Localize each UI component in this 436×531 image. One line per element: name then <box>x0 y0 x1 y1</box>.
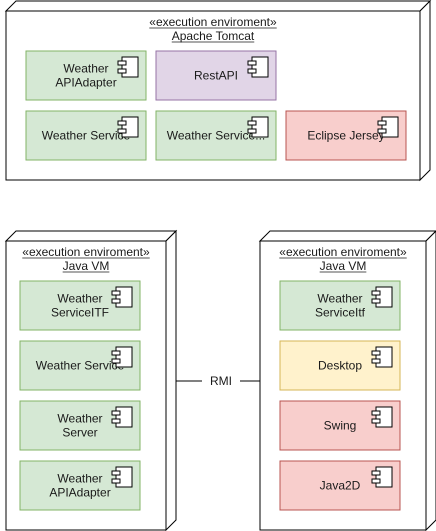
component-box[interactable]: Weather Service <box>19 340 141 391</box>
component-box[interactable]: RestAPI <box>155 50 277 101</box>
component-box[interactable]: Java2D <box>279 460 401 511</box>
component-label: Swing <box>324 419 357 433</box>
component-label: Weather <box>63 62 108 76</box>
uml-component-icon <box>371 346 393 368</box>
component-box[interactable]: Weather Service <box>25 110 147 161</box>
component-label: Weather <box>317 292 362 306</box>
node-title: Apache Tomcat <box>172 29 255 43</box>
component-label: Eclipse Jersey <box>307 129 384 143</box>
uml-component-icon <box>111 286 133 308</box>
node-title: Java VM <box>320 259 367 273</box>
node-side-face <box>419 0 431 182</box>
rmi-connector[interactable]: RMI <box>176 374 260 388</box>
uml-component-icon <box>247 116 269 138</box>
component-label: APIAdapter <box>55 76 116 90</box>
node-java-vm-right[interactable]: «execution enviroment»Java VM WeatherServ… <box>258 230 436 531</box>
node-side-face <box>425 230 436 531</box>
component-label: Weather Service <box>36 359 125 373</box>
node-top-face <box>4 230 178 242</box>
component-label: Server <box>62 426 97 440</box>
uml-component-icon <box>117 116 139 138</box>
component-label: Java2D <box>320 479 361 493</box>
node-top-face <box>4 0 432 12</box>
component-label: ServiceITF <box>51 306 109 320</box>
component-label: RestAPI <box>194 69 238 83</box>
component-box[interactable]: Swing <box>279 400 401 451</box>
node-side-face <box>165 229 177 531</box>
node-stereotype: «execution enviroment» <box>279 245 407 259</box>
component-box[interactable]: Weather Service... <box>155 110 277 161</box>
uml-component-icon <box>371 286 393 308</box>
component-box[interactable]: Desktop <box>279 340 401 391</box>
node-stereotype: «execution enviroment» <box>22 245 150 259</box>
node-java-vm-left[interactable]: «execution enviroment»Java VMWeatherServ… <box>4 229 178 531</box>
uml-component-icon <box>377 116 399 138</box>
node-title: Java VM <box>63 259 110 273</box>
uml-component-icon <box>247 56 269 78</box>
uml-component-icon <box>111 346 133 368</box>
uml-component-icon <box>371 466 393 488</box>
uml-component-icon <box>111 466 133 488</box>
component-box[interactable]: Eclipse Jersey <box>285 110 407 161</box>
component-label: Weather <box>57 292 102 306</box>
component-label: Weather <box>57 412 102 426</box>
uml-component-icon <box>117 56 139 78</box>
connector-label: RMI <box>210 374 232 388</box>
component-label: Desktop <box>318 359 362 373</box>
node-stereotype: «execution enviroment» <box>149 15 277 29</box>
component-label: Weather <box>57 472 102 486</box>
component-label: APIAdapter <box>49 486 110 500</box>
component-label: Weather Service <box>42 129 131 143</box>
uml-component-icon <box>111 406 133 428</box>
component-label: ServiceItf <box>315 306 366 320</box>
component-label: Weather Service... <box>167 129 265 143</box>
node-tomcat[interactable]: «execution enviroment»Apache TomcatWeath… <box>4 0 432 182</box>
uml-component-icon <box>371 406 393 428</box>
node-top-face <box>258 230 436 242</box>
